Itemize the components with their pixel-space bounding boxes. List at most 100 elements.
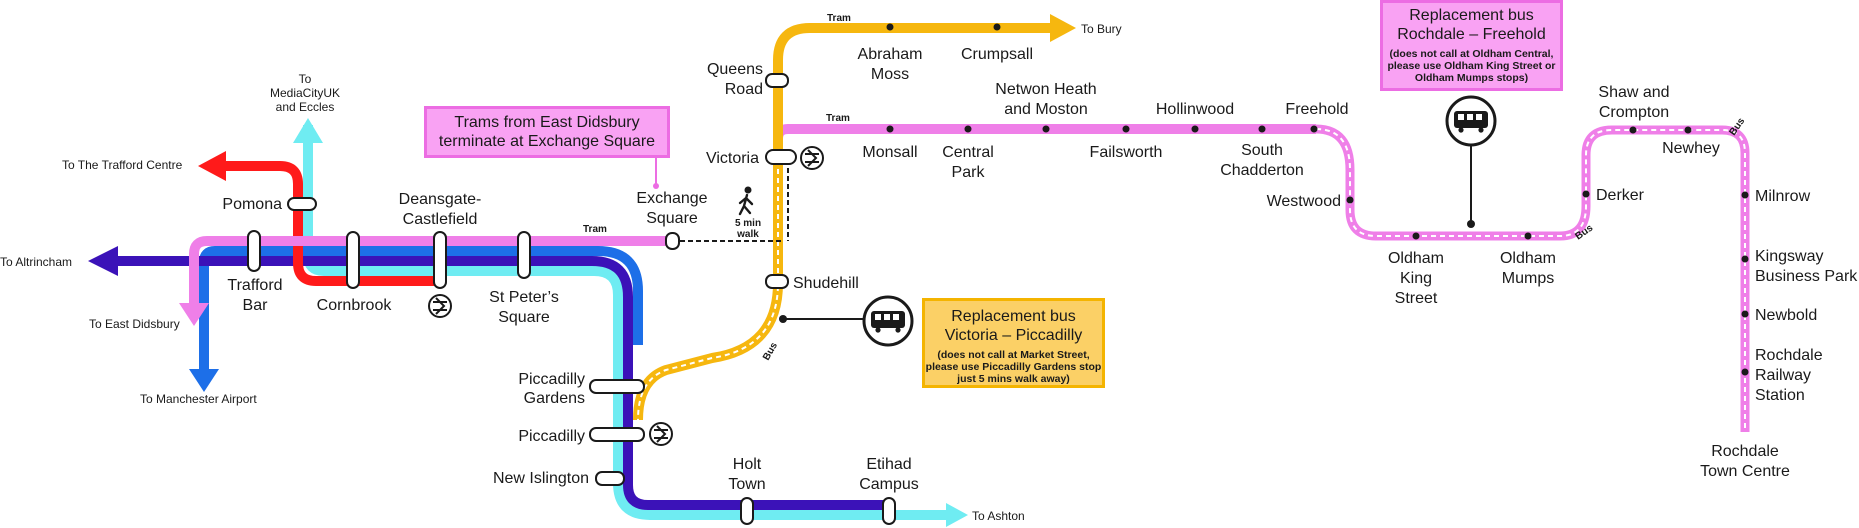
note-victoria-detail: (does not call at Market Street, please …	[925, 349, 1102, 385]
station-trafford-bar-1: Trafford	[227, 277, 282, 294]
station-cornbrook: Cornbrook	[317, 297, 393, 314]
station-etihad-2: Campus	[859, 476, 919, 493]
piccadilly-marker	[589, 427, 645, 442]
dest-ashton: To Ashton	[972, 509, 1025, 523]
note-replacement-bus-victoria: Replacement bus Victoria – Piccadilly (d…	[922, 298, 1105, 388]
note-victoria-line-2: Victoria – Piccadilly	[944, 327, 1083, 344]
piccadilly-gardens-marker	[589, 379, 645, 394]
station-rrs-1: Rochdale	[1755, 347, 1823, 364]
note-connectors	[653, 142, 1475, 323]
station-exchange-1: Exchange	[636, 190, 707, 207]
station-exchange-2: Square	[646, 210, 698, 227]
line-red	[225, 161, 438, 286]
station-pomona: Pomona	[222, 196, 282, 213]
station-st-peters-2: Square	[498, 309, 550, 326]
station-piccadilly-gardens-2: Gardens	[524, 390, 585, 407]
station-milnrow: Milnrow	[1755, 188, 1811, 205]
station-mumps-2: Mumps	[1502, 270, 1554, 287]
note-rochdale-line-1: Replacement bus	[1409, 7, 1534, 24]
station-newhey: Newhey	[1662, 140, 1720, 157]
station-kingsway-1: Kingsway	[1755, 248, 1823, 265]
bus-icon	[1445, 95, 1497, 147]
station-newbold: Newbold	[1755, 307, 1817, 324]
bus-route-pink-dash	[1315, 128, 1746, 432]
tram-label-rochdale: Tram	[826, 113, 850, 124]
note-victoria-line-1: Replacement bus	[951, 308, 1076, 325]
station-oks-3: Street	[1395, 290, 1438, 307]
station-abraham-1: Abraham	[858, 46, 923, 63]
deansgate-marker	[433, 231, 447, 289]
station-piccadilly: Piccadilly	[518, 428, 585, 445]
walk-label-2: walk	[736, 229, 759, 240]
station-kingsway-2: Business Park	[1755, 268, 1858, 285]
dest-east-didsbury: To East Didsbury	[89, 317, 180, 331]
station-mumps-1: Oldham	[1500, 250, 1556, 267]
queens-road-marker	[765, 73, 789, 88]
st-peters-marker	[517, 231, 531, 279]
etihad-campus-marker	[882, 497, 896, 525]
station-st-peters-1: St Peter’s	[489, 289, 559, 306]
station-westwood: Westwood	[1267, 193, 1341, 210]
dest-trafford-centre: To The Trafford Centre	[62, 158, 183, 172]
trafford-bar-marker	[247, 230, 261, 272]
station-holt-2: Town	[728, 476, 765, 493]
dest-manchester-airport: To Manchester Airport	[140, 392, 257, 406]
station-central-2: Park	[952, 164, 986, 181]
station-rrs-2: Railway	[1755, 367, 1811, 384]
station-crumpsall: Crumpsall	[961, 46, 1033, 63]
exchange-square-marker	[665, 232, 680, 250]
station-holt-1: Holt	[733, 456, 762, 473]
station-deansgate-2: Castlefield	[403, 211, 478, 228]
station-newton-1: Netwon Heath	[995, 81, 1096, 98]
arrow-heads	[88, 14, 1076, 527]
line-yellow	[773, 23, 1062, 155]
station-piccadilly-gardens-1: Piccadilly	[518, 371, 585, 388]
station-rrs-3: Station	[1755, 387, 1805, 404]
station-monsall: Monsall	[862, 144, 917, 161]
station-shaw-2: Crompton	[1599, 104, 1669, 121]
station-abraham-2: Moss	[871, 66, 909, 83]
dest-mediacity-1: To	[299, 72, 312, 86]
station-central-1: Central	[942, 144, 994, 161]
dest-mediacity-2: MediaCityUK	[270, 86, 340, 100]
walk-label-1: 5 min	[735, 218, 761, 229]
interchange-markers	[247, 73, 896, 525]
tram-label-trafford: Tram	[583, 224, 607, 235]
line-purple	[118, 256, 892, 510]
shudehill-marker	[765, 274, 789, 289]
pomona-marker	[287, 197, 317, 211]
station-deansgate-1: Deansgate-	[399, 191, 482, 208]
new-islington-marker	[595, 471, 625, 486]
note-rochdale-detail: (does not call at Oldham Central, please…	[1387, 48, 1556, 84]
station-oks-2: King	[1400, 270, 1432, 287]
station-south-1: South	[1241, 142, 1283, 159]
dest-bury: To Bury	[1081, 22, 1122, 36]
note-exchange-line-1: Trams from East Didsbury	[454, 114, 640, 131]
station-derker: Derker	[1596, 187, 1645, 204]
station-shudehill: Shudehill	[793, 275, 859, 292]
stop-ticks	[886, 23, 1749, 376]
station-new-islington: New Islington	[493, 470, 589, 487]
station-rtc-1: Rochdale	[1711, 443, 1779, 460]
note-replacement-bus-rochdale: Replacement bus Rochdale – Freehold (doe…	[1380, 0, 1563, 91]
station-queens-1: Queens	[707, 61, 763, 78]
destination-labels: To The Trafford Centre To Altrincham To …	[0, 22, 1122, 523]
victoria-marker	[765, 149, 797, 165]
station-oks-1: Oldham	[1388, 250, 1444, 267]
dest-mediacity-3: and Eccles	[276, 100, 335, 114]
holt-town-marker	[740, 497, 754, 525]
station-south-2: Chadderton	[1220, 162, 1304, 179]
station-victoria: Victoria	[706, 150, 759, 167]
station-newton-2: and Moston	[1004, 101, 1088, 118]
line-cyan	[303, 125, 952, 520]
note-exchange-line-2: terminate at Exchange Square	[438, 133, 656, 150]
station-freehold: Freehold	[1285, 101, 1348, 118]
cornbrook-marker	[346, 231, 360, 289]
station-etihad-1: Etihad	[866, 456, 911, 473]
station-queens-2: Road	[725, 81, 763, 98]
walk-link	[672, 168, 789, 242]
bus-label-newhey: Bus	[1727, 116, 1747, 138]
station-shaw-1: Shaw and	[1598, 84, 1669, 101]
tram-label-bury: Tram	[827, 13, 851, 24]
